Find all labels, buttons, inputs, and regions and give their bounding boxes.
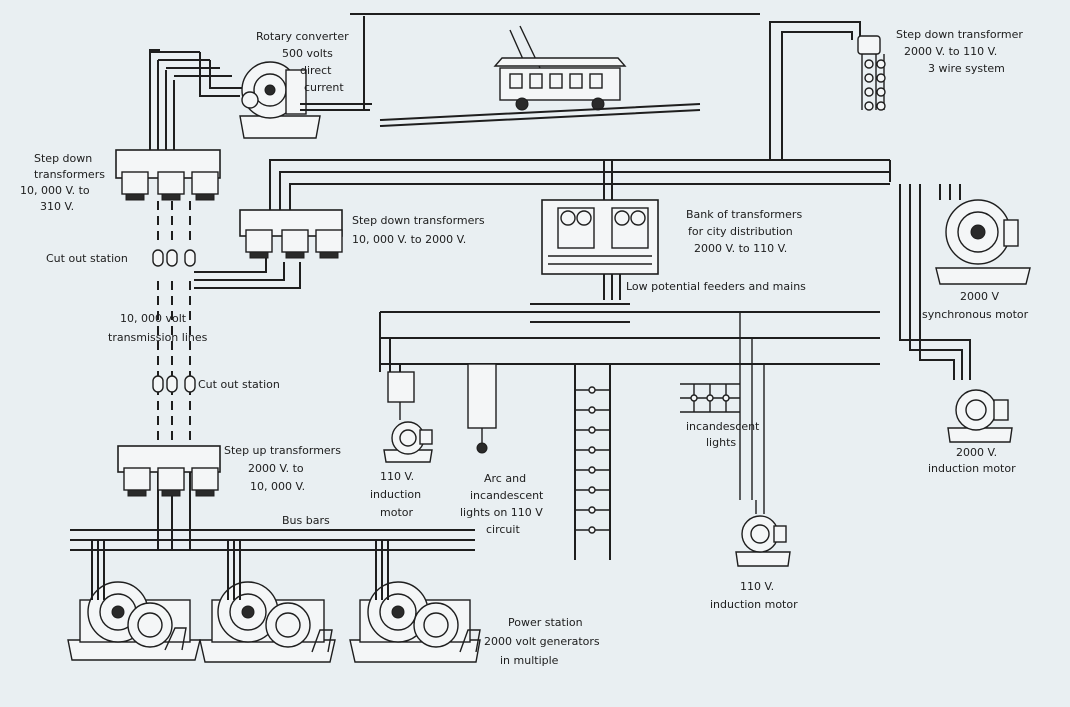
generator-2 — [199, 581, 336, 663]
label-step-down-2000: Step down transformers 10, 000 V. to 200… — [352, 214, 488, 246]
generator-3 — [349, 581, 481, 663]
cut-out-station-lower — [152, 375, 196, 393]
step-up-transformers — [117, 445, 221, 497]
label-incandescent: incandescent lights — [686, 420, 763, 449]
label-low-potential: Low potential feeders and mains — [626, 280, 806, 293]
induction-motor-2000 — [947, 389, 1013, 443]
label-bank-of-transformers: Bank of transformers for city distributi… — [686, 208, 806, 255]
synchronous-motor — [935, 199, 1031, 285]
label-arc-lights: Arc and incandescent lights on 110 V cir… — [460, 472, 547, 536]
induction-motor-110-left — [383, 371, 433, 463]
label-induction-2000: 2000 V. induction motor — [928, 446, 1016, 475]
incandescent-ladder — [574, 364, 611, 560]
generator-1 — [67, 581, 201, 661]
label-transmission: 10, 000 volt transmission lines — [108, 312, 208, 344]
low-potential-mains — [379, 311, 880, 500]
label-synchronous: 2000 V synchronous motor — [922, 290, 1029, 321]
label-induction-110-left: 110 V. induction motor — [370, 470, 425, 519]
rotary-converter — [239, 61, 321, 139]
label-step-down-city: Step down transformer 2000 V. to 110 V. … — [896, 28, 1026, 75]
incandescent-lights — [680, 383, 740, 413]
label-cut-out-lower: Cut out station — [198, 378, 280, 391]
label-step-up: Step up transformers 2000 V. to 10, 000 … — [224, 444, 344, 493]
label-step-down-310: Step down transformers 10, 000 V. to 310… — [20, 152, 108, 213]
bus-bars — [70, 529, 475, 551]
label-induction-110-mid: 110 V. induction motor — [710, 580, 798, 611]
bank-of-transformers — [541, 199, 659, 275]
step-down-transformers-2000 — [239, 209, 343, 259]
induction-motor-110-mid — [735, 500, 791, 567]
label-rotary-converter: Rotary converter 500 volts direct curren… — [256, 30, 352, 94]
transmission-lines — [157, 280, 191, 440]
cut-out-station-upper — [152, 249, 196, 267]
label-power-station: Power station 2000 volt generators in mu… — [484, 616, 603, 667]
step-down-transformers-310 — [115, 149, 221, 201]
trolley-car — [350, 13, 760, 127]
label-cut-out-upper: Cut out station — [46, 252, 128, 265]
arc-lamp — [467, 363, 497, 454]
step-down-transformer-city — [769, 21, 886, 160]
label-bus-bars: Bus bars — [282, 514, 330, 527]
